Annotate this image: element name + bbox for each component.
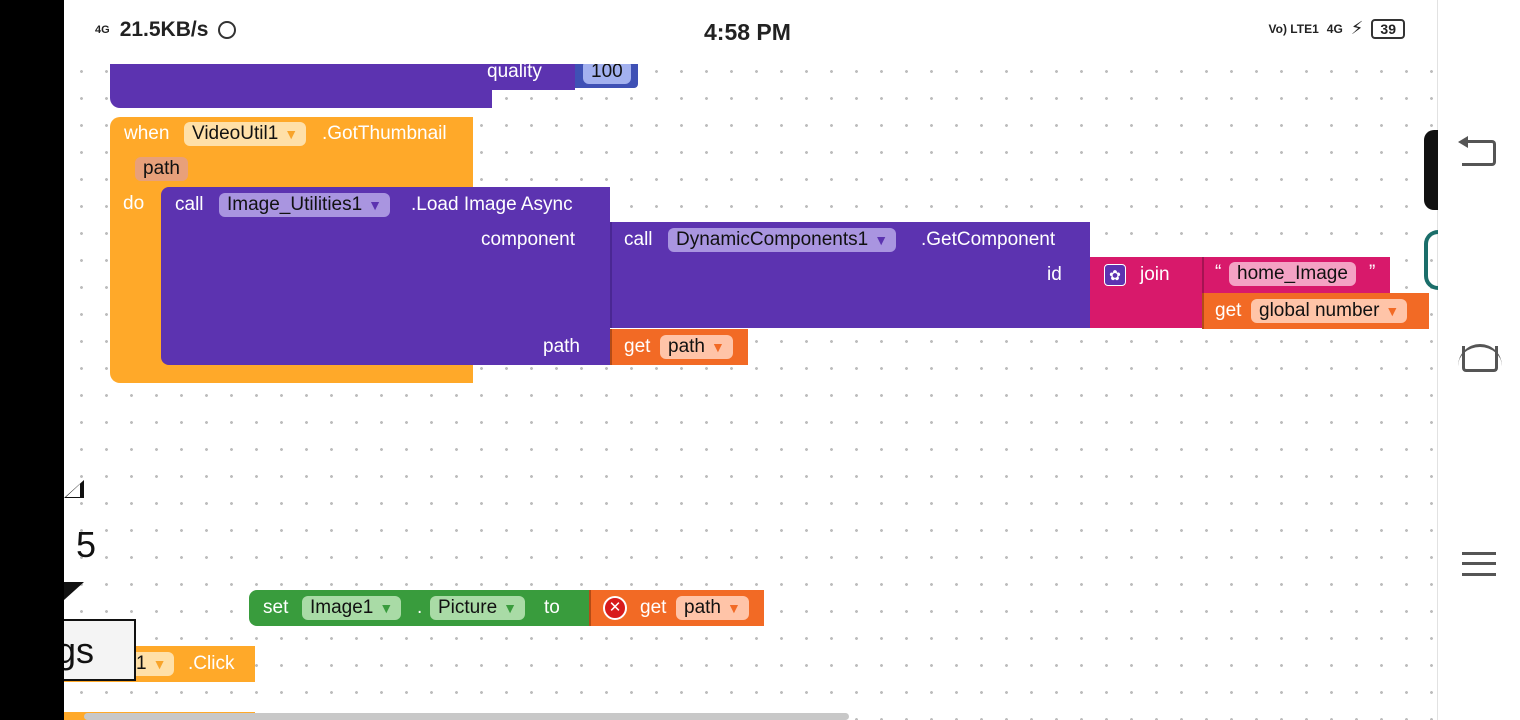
menu-icon[interactable] [1462,552,1496,576]
charging-icon: ⚡ [1350,18,1364,38]
home-roof [1458,344,1502,366]
event-component-name: VideoUtil1 [192,123,279,144]
back-arrow-head [1458,136,1468,148]
menu-icon-middle [1462,562,1496,565]
dynamic-components-dropdown[interactable]: DynamicComponents1 ▼ [668,228,897,252]
image1-dropdown[interactable]: Image1 ▼ [302,596,402,620]
quality-label: quality [487,61,542,82]
join-label: join [1140,264,1170,285]
path-arg-label: path [543,336,580,357]
network-indicator: 4G [1326,21,1343,36]
dropdown-arrow-icon: ▼ [379,600,394,616]
path-dropdown-error[interactable]: path ▼ [676,596,749,620]
volte-indicator: Vo) LTE1 [1268,21,1319,36]
picture-property-name: Picture [438,597,498,618]
click-component-tail: 1 [136,653,147,674]
path-dropdown[interactable]: path ▼ [660,335,733,359]
whatsapp-icon [218,21,237,39]
triangle-fragment-inner [66,484,80,497]
close-quote: ” [1369,262,1376,283]
dot-separator: . [417,597,423,618]
dropdown-arrow-icon: ▼ [710,339,725,355]
event-component-dropdown[interactable]: VideoUtil1 ▼ [184,122,307,146]
status-left: 4G 21.5KB/s [95,18,237,42]
get-component-method: .GetComponent [921,229,1056,250]
image-utilities-dropdown[interactable]: Image_Utilities1 ▼ [219,193,391,217]
number-fragment: 5 [76,524,97,565]
set-keyword: set [263,597,289,618]
dropdown-arrow-icon: ▼ [152,656,167,672]
dropdown-arrow-icon: ▼ [1385,303,1400,319]
triangle-fragment-bottom [64,582,84,600]
text-value[interactable]: home_Image [1229,262,1356,286]
path-var-name: path [684,597,721,618]
get-keyword: get [624,336,651,357]
blocks-workspace[interactable]: quality 100 when VideoUtil1 ▼ .GotThumbna… [64,0,1437,720]
label-fragment-text: gs [64,630,95,671]
previous-block-inner [162,60,575,90]
click-event-name: .Click [188,653,235,674]
call-keyword: call [175,194,204,215]
teal-fragment [1424,230,1438,290]
when-keyword: when [124,123,170,144]
global-number-name: global number [1259,300,1380,321]
signal-icon: 4G [95,24,110,36]
do-keyword: do [123,193,145,214]
dropdown-arrow-icon: ▼ [726,600,741,616]
navigation-bar [1424,0,1520,720]
dynamic-components-name: DynamicComponents1 [676,229,869,250]
event-name: .GotThumbnail [322,123,447,144]
global-number-dropdown[interactable]: global number ▼ [1251,299,1408,323]
image-utilities-name: Image_Utilities1 [227,194,363,215]
error-icon[interactable]: ✕ [603,596,627,620]
get-keyword: get [1215,300,1242,321]
battery-level: 39 [1371,18,1405,39]
picture-property-dropdown[interactable]: Picture ▼ [430,596,525,620]
horizontal-scrollbar[interactable] [84,713,849,720]
quality-value[interactable]: 100 [583,60,631,84]
status-bar: 4G 21.5KB/s 4:58 PM Vo) LTE1 4G ⚡ 39 [64,0,1437,64]
status-right: Vo) LTE1 4G ⚡ 39 [1269,18,1405,39]
left-black-bar [0,0,64,720]
open-quote: “ [1215,262,1222,283]
dropdown-arrow-icon: ▼ [874,232,889,248]
clock: 4:58 PM [704,19,791,45]
to-keyword: to [544,597,560,618]
image1-name: Image1 [310,597,374,618]
get-keyword: get [640,597,667,618]
dropdown-arrow-icon: ▼ [503,600,517,616]
load-image-method: .Load Image Async [411,194,573,215]
id-arg-label: id [1047,264,1062,285]
network-speed: 21.5KB/s [119,18,209,41]
label-fragment-box [64,619,136,681]
dropdown-arrow-icon: ▼ [284,126,299,142]
call-keyword: call [624,229,653,250]
event-param-path[interactable]: path [135,157,188,181]
back-icon[interactable] [1462,140,1496,166]
gear-icon[interactable]: ✿ [1104,264,1126,286]
path-var-name: path [668,336,705,357]
green-fragment [1424,130,1438,210]
component-arg-label: component [481,229,576,250]
dropdown-arrow-icon: ▼ [368,197,383,213]
